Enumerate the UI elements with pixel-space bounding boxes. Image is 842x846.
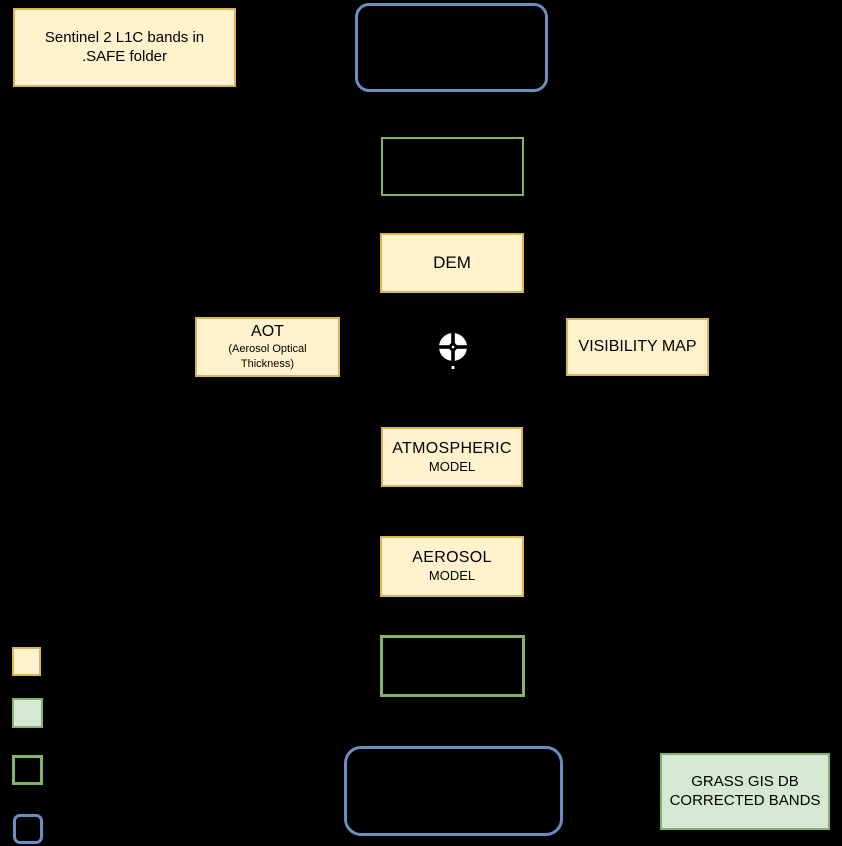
legend-blue-outline-rounded-swatch xyxy=(13,814,43,844)
node-sentinel-l1c-bands: Sentinel 2 L1C bands in .SAFE folder xyxy=(13,8,236,87)
node-atmospheric-model: ATMOSPHERIC MODEL xyxy=(381,427,523,487)
node-grass-gis-db: GRASS GIS DB CORRECTED BANDS xyxy=(660,753,830,830)
node-dem: DEM xyxy=(380,233,524,293)
legend-yellow-filled-swatch xyxy=(12,647,41,676)
node-sentinel-line2: .SAFE folder xyxy=(81,47,168,65)
node-atmospheric-title: ATMOSPHERIC xyxy=(392,439,512,457)
node-aot-title: AOT xyxy=(251,323,284,341)
node-sentinel-line1: Sentinel 2 L1C bands in xyxy=(44,28,205,46)
node-dem-label: DEM xyxy=(433,253,471,273)
legend-green-filled-swatch xyxy=(12,698,43,728)
target-crosshair-icon xyxy=(433,326,473,370)
node-grass-line1: GRASS GIS DB xyxy=(691,772,799,790)
node-aot: AOT (Aerosol Optical Thickness) xyxy=(195,317,340,377)
node-aerosol-title: AEROSOL xyxy=(412,549,492,567)
node-green-rect-upper xyxy=(381,137,524,196)
node-visibility-map-label: VISIBILITY MAP xyxy=(578,338,697,355)
node-atmospheric-subtitle: MODEL xyxy=(428,458,476,474)
node-blue-rounded-top xyxy=(355,3,548,92)
node-aot-sub1: (Aerosol Optical xyxy=(228,343,307,356)
node-grass-line2: CORRECTED BANDS xyxy=(669,791,821,809)
node-green-rect-lower xyxy=(380,635,525,697)
node-blue-rounded-bottom xyxy=(344,746,563,836)
node-aerosol-model: AEROSOL MODEL xyxy=(380,536,524,597)
legend-green-outline-swatch xyxy=(12,755,43,785)
node-aot-sub2: Thickness) xyxy=(240,358,295,370)
node-visibility-map: VISIBILITY MAP xyxy=(566,318,709,376)
node-aerosol-subtitle: MODEL xyxy=(428,568,476,584)
